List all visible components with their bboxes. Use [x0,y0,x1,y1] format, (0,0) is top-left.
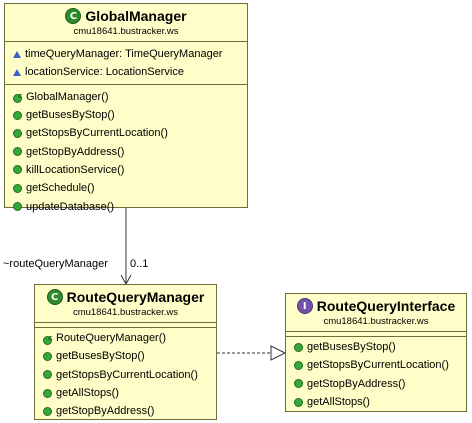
route-query-manager-class[interactable]: C RouteQueryManager cmu18641.bustracker.… [34,284,217,420]
class-c-icon: C [65,8,82,24]
method-text: getSchedule() [26,182,95,195]
method-row[interactable]: getStopByAddress() [35,402,216,420]
public-method-icon [294,379,303,389]
method-text: getAllStops() [56,387,119,400]
method-row[interactable]: getStopByAddress() [286,375,466,393]
association-role-label: ~routeQueryManager [3,258,108,270]
method-row[interactable]: getStopsByCurrentLocation() [5,124,247,142]
class-name: RouteQueryManager [66,289,205,305]
method-text: getBusesByStop() [26,109,115,122]
method-row[interactable]: updateDatabase() [5,197,247,215]
constructor-icon: c [13,92,22,104]
method-text: getBusesByStop() [56,350,145,363]
methods-section: getBusesByStop() getStopsByCurrentLocati… [286,337,466,413]
method-text: getAllStops() [307,396,370,409]
class-header: C GlobalManager cmu18641.bustracker.ws [5,4,247,41]
method-text: getStopByAddress() [26,145,125,158]
public-method-icon [13,128,22,138]
public-method-icon [43,406,52,416]
method-row[interactable]: getSchedule() [5,179,247,197]
protected-triangle-icon [13,68,21,76]
method-row[interactable]: getStopsByCurrentLocation() [286,356,466,374]
methods-divider [286,336,466,337]
method-text: getStopByAddress() [56,405,155,418]
public-method-icon [43,370,52,380]
method-text: getStopByAddress() [307,377,406,390]
method-text: getStopsByCurrentLocation() [307,359,449,372]
public-method-icon [294,342,303,352]
attribute-row[interactable]: locationService: LocationService [5,63,247,81]
public-method-icon [43,351,52,361]
global-manager-class[interactable]: C GlobalManager cmu18641.bustracker.ws t… [4,3,248,213]
method-text: getBusesByStop() [307,341,396,354]
interface-i-icon: I [296,298,313,314]
methods-section: c GlobalManager() getBusesByStop() getSt… [5,85,247,218]
interface-header: I RouteQueryInterface cmu18641.bustracke… [286,294,466,331]
methods-divider [35,327,216,328]
class-c-icon: C [46,289,63,305]
class-name: GlobalManager [85,8,187,24]
method-text: killLocationService() [26,163,125,176]
method-row[interactable]: c RouteQueryManager() [35,329,216,347]
public-method-icon [13,165,22,175]
method-row[interactable]: getStopByAddress() [5,142,247,160]
method-text: RouteQueryManager() [56,332,167,345]
method-row[interactable]: getAllStops() [35,384,216,402]
interface-package: cmu18641.bustracker.ws [323,316,429,327]
method-row[interactable]: getBusesByStop() [35,347,216,365]
public-method-icon [294,360,303,370]
attributes-divider [286,331,466,332]
public-method-icon [13,183,22,193]
method-row[interactable]: c GlobalManager() [5,88,247,106]
constructor-icon: c [43,334,52,345]
method-row[interactable]: getBusesByStop() [286,338,466,356]
class-package: cmu18641.bustracker.ws [72,307,179,318]
attributes-divider [35,322,216,323]
protected-triangle-icon [13,50,21,58]
method-row[interactable]: killLocationService() [5,161,247,179]
public-method-icon [13,110,22,120]
public-method-icon [13,202,22,212]
method-text: getStopsByCurrentLocation() [26,127,168,140]
attribute-row[interactable]: timeQueryManager: TimeQueryManager [5,45,247,63]
method-text: updateDatabase() [26,200,115,213]
attributes-section: timeQueryManager: TimeQueryManager locat… [5,42,247,84]
method-text: getStopsByCurrentLocation() [56,368,198,381]
methods-divider [5,83,247,85]
method-row[interactable]: getBusesByStop() [5,106,247,124]
method-row[interactable]: getStopsByCurrentLocation() [35,366,216,384]
realization-arrowhead [270,345,287,361]
route-query-interface[interactable]: I RouteQueryInterface cmu18641.bustracke… [285,293,467,412]
association-multiplicity-label: 0..1 [130,258,149,270]
public-method-icon [43,388,52,398]
public-method-icon [294,397,303,407]
attributes-divider [5,41,247,42]
method-row[interactable]: getAllStops() [286,393,466,411]
class-header: C RouteQueryManager cmu18641.bustracker.… [35,285,216,322]
public-method-icon [13,147,22,157]
attribute-text: locationService: LocationService [25,66,184,79]
attribute-text: timeQueryManager: TimeQueryManager [25,48,223,61]
method-text: GlobalManager() [26,90,109,103]
interface-name: RouteQueryInterface [316,298,456,314]
methods-section: c RouteQueryManager() getBusesByStop() g… [35,328,216,422]
class-package: cmu18641.bustracker.ws [73,26,179,37]
